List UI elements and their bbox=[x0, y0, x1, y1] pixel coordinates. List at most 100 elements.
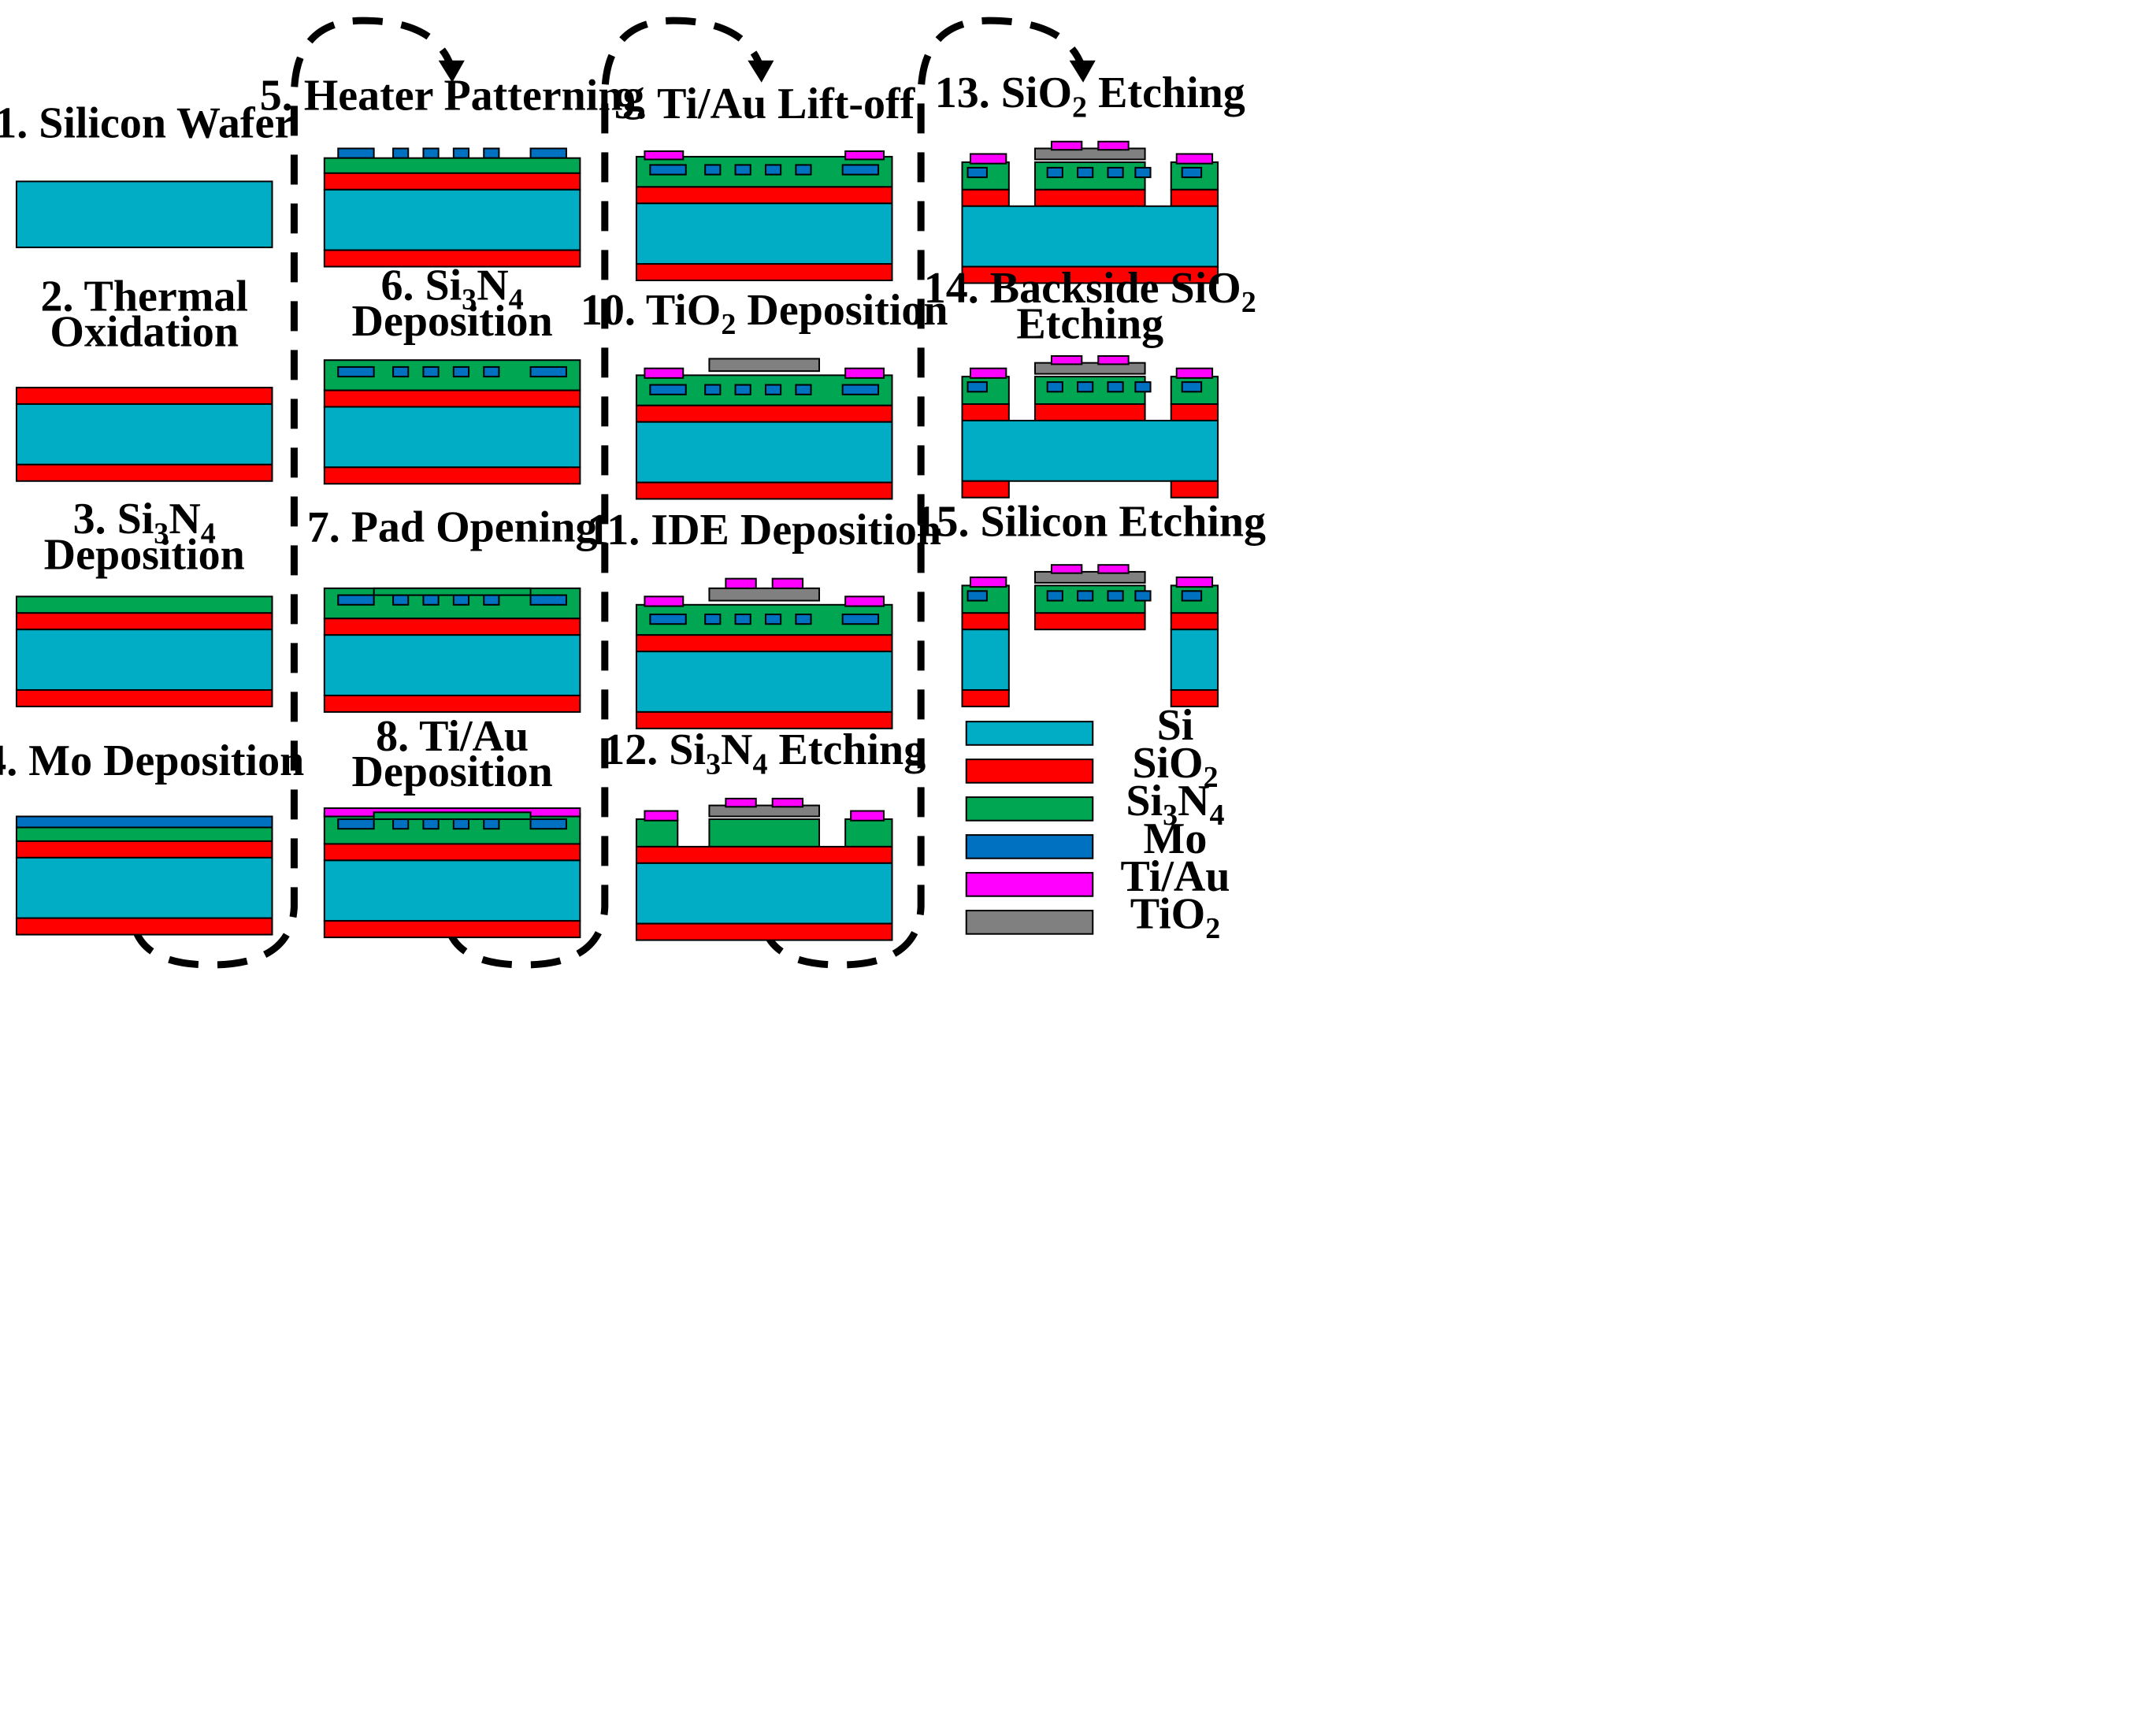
layer-mo bbox=[764, 384, 782, 395]
layer-si bbox=[15, 856, 273, 919]
layer-sio2 bbox=[961, 403, 1010, 421]
process-step-9: 9. Ti/Au Lift-off bbox=[614, 80, 916, 281]
layer-mo bbox=[1107, 381, 1124, 393]
layer-mo bbox=[483, 594, 500, 606]
layer-si bbox=[1170, 629, 1219, 691]
layer-mo bbox=[967, 590, 988, 602]
process-step-15: 15. Silicon Etching bbox=[915, 498, 1266, 707]
layer-tio2 bbox=[1033, 362, 1146, 375]
layer-mo bbox=[704, 614, 722, 625]
layer-sio2 bbox=[1170, 480, 1219, 499]
dashed-loop bbox=[131, 17, 455, 969]
step-8-title: Deposition bbox=[352, 747, 553, 796]
layer-sio2 bbox=[1033, 188, 1146, 207]
legend-label: TiO2 bbox=[1130, 890, 1220, 945]
layer-sio2 bbox=[323, 618, 581, 636]
layer-tiau bbox=[1050, 564, 1083, 574]
legend-swatch bbox=[965, 759, 1094, 784]
layer-tiau bbox=[969, 367, 1007, 379]
cross-section-step-10 bbox=[635, 358, 893, 500]
layer-tiau bbox=[1175, 367, 1214, 379]
layer-mo bbox=[422, 818, 440, 830]
layer-si bbox=[635, 862, 893, 925]
arrowhead-icon bbox=[438, 60, 465, 83]
step-1-title: 1. Silicon Wafer bbox=[0, 99, 294, 148]
layer-mo bbox=[1046, 166, 1063, 179]
layer-mo bbox=[1077, 166, 1094, 179]
cross-section-step-7 bbox=[323, 587, 581, 713]
layer-mo bbox=[483, 147, 500, 159]
step-8-title: 8. Ti/Au bbox=[376, 712, 529, 761]
layer-tiau bbox=[771, 797, 804, 808]
layer-mo bbox=[734, 384, 751, 395]
legend-label: Ti/Au bbox=[1120, 852, 1230, 901]
layer-mo bbox=[795, 164, 812, 176]
legend-label: Mo bbox=[1144, 814, 1208, 863]
layer-mo bbox=[734, 164, 751, 176]
layer-sio2 bbox=[15, 463, 273, 482]
layer-mo bbox=[841, 614, 880, 625]
layer-tiau bbox=[1050, 354, 1083, 365]
layer-sio2 bbox=[323, 694, 581, 713]
legend-item-sio2: SiO2 bbox=[965, 739, 1219, 794]
layer-tiau bbox=[969, 576, 1007, 588]
layer-sio2 bbox=[323, 466, 581, 485]
layer-si bbox=[635, 421, 893, 484]
layer-sio2 bbox=[635, 634, 893, 653]
layer-mo bbox=[1077, 590, 1094, 602]
layer-sio2 bbox=[1170, 612, 1219, 631]
layer-sio2 bbox=[635, 710, 893, 729]
step-11-title: 11. IDE Deposition bbox=[587, 506, 941, 555]
layer-mo bbox=[392, 147, 410, 159]
layer-tiau bbox=[844, 150, 885, 161]
layer-mo bbox=[704, 384, 722, 395]
dashed-loop bbox=[444, 17, 764, 969]
cross-section-step-8 bbox=[323, 807, 581, 939]
layer-sio2 bbox=[635, 845, 893, 864]
cross-section-step-12 bbox=[635, 797, 893, 941]
layer-tiau bbox=[771, 577, 804, 589]
flow-arrow-col2-to-col3 bbox=[444, 17, 774, 969]
layer-tiau bbox=[725, 797, 757, 808]
layer-mo bbox=[1107, 590, 1124, 602]
layer-mo bbox=[1181, 590, 1203, 602]
layer-tio2 bbox=[708, 587, 821, 602]
legend-swatch bbox=[965, 796, 1094, 822]
legend-item-tio2: TiO2 bbox=[965, 890, 1220, 945]
layer-mo bbox=[967, 381, 988, 393]
layer-mo bbox=[452, 594, 470, 606]
layer-mo bbox=[1134, 590, 1152, 602]
arrowhead-icon bbox=[748, 60, 774, 83]
layer-tiau bbox=[844, 367, 885, 379]
layer-mo bbox=[841, 384, 880, 395]
layer-tiau bbox=[725, 577, 757, 589]
layer-mo bbox=[764, 614, 782, 625]
layer-sio2 bbox=[15, 917, 273, 936]
flow-arrow-col3-to-col4 bbox=[760, 17, 1096, 969]
legend-label: SiO2 bbox=[1132, 739, 1218, 794]
step-9-title: 9. Ti/Au Lift-off bbox=[614, 80, 916, 128]
layer-sio2 bbox=[635, 404, 893, 423]
layer-mo bbox=[649, 164, 687, 176]
layer-mo bbox=[452, 147, 470, 159]
cross-section-step-15 bbox=[961, 564, 1219, 707]
layer-si bbox=[635, 651, 893, 713]
layer-sio2 bbox=[961, 188, 1010, 207]
layer-sio2 bbox=[323, 172, 581, 191]
process-step-5: 5. Heater Patterning bbox=[260, 72, 645, 268]
layer-tiau bbox=[1097, 354, 1130, 365]
step-3-title: 3. Si3N4 bbox=[73, 495, 216, 550]
cross-section-step-5 bbox=[323, 147, 581, 268]
layer-mo bbox=[1134, 166, 1152, 179]
dashed-loop bbox=[760, 17, 1085, 969]
layer-mo bbox=[967, 166, 988, 179]
layer-tio2 bbox=[1033, 147, 1146, 161]
layer-mo bbox=[1046, 590, 1063, 602]
legend-swatch bbox=[965, 910, 1094, 935]
layer-si bbox=[961, 419, 1219, 482]
layer-tiau bbox=[1050, 140, 1083, 151]
